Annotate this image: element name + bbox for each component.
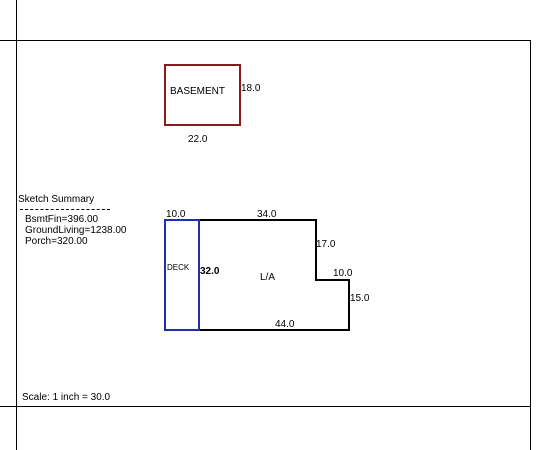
- scale-label: Scale: 1 inch = 30.0: [22, 392, 111, 403]
- basement-label: BASEMENT: [170, 86, 225, 97]
- sketch-summary-divider: [20, 209, 110, 210]
- sketch-summary-title: Sketch Summary: [18, 194, 95, 205]
- summary-ground-living: GroundLiving=1238.00: [25, 225, 127, 236]
- page-frame: [0, 0, 531, 450]
- sketch-summary: Sketch Summary BsmtFin=396.00 GroundLivi…: [18, 194, 126, 247]
- deck-width-label: 10.0: [166, 209, 186, 220]
- deck-label: DECK: [167, 263, 190, 272]
- living-top-dimension: 34.0: [257, 209, 277, 220]
- basement-width-label: 22.0: [188, 134, 208, 145]
- living-area-outline: [199, 219, 350, 331]
- deck-outline: [164, 219, 200, 331]
- summary-porch: Porch=320.00: [25, 236, 88, 247]
- living-right-upper-dimension: 17.0: [316, 239, 336, 250]
- basement-outline: [164, 64, 241, 126]
- living-right-lower-dimension: 15.0: [350, 293, 370, 304]
- basement-height-label: 18.0: [241, 83, 261, 94]
- deck-height-label: 32.0: [200, 266, 220, 277]
- living-step-dimension: 10.0: [333, 268, 353, 279]
- summary-bsmt-fin: BsmtFin=396.00: [25, 214, 99, 225]
- living-area-label: L/A: [260, 272, 275, 283]
- living-bottom-dimension: 44.0: [275, 319, 295, 330]
